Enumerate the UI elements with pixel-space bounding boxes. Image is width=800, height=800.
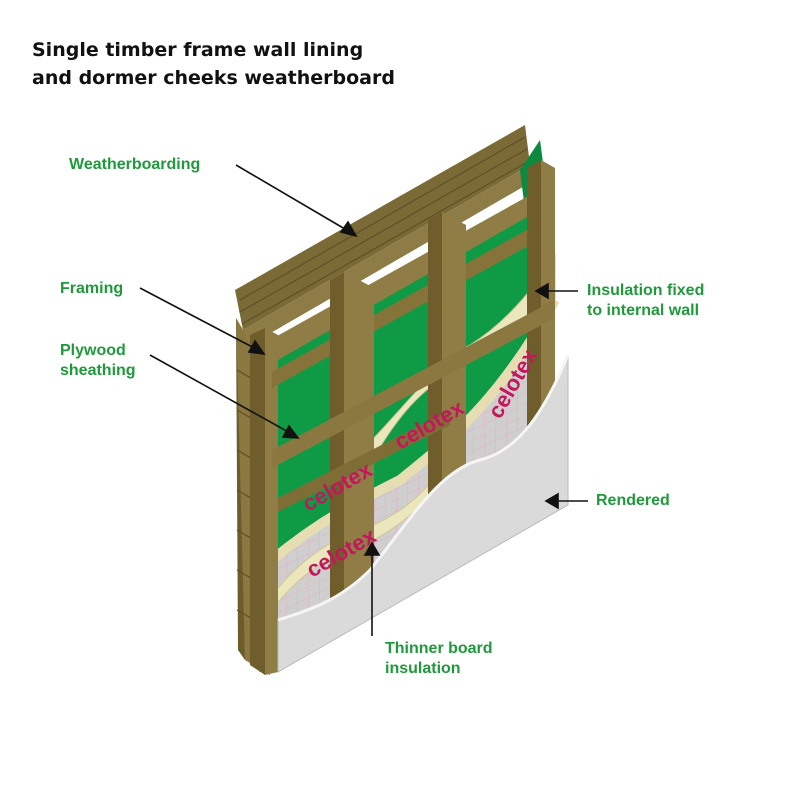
arrow-framing <box>139 287 259 351</box>
render-board <box>277 354 570 673</box>
arrow-weatherboarding <box>235 164 351 233</box>
arrow-plywood <box>149 354 293 435</box>
leader-arrows <box>139 164 588 636</box>
label-thinner-board-insulation: Thinner board insulation <box>385 640 493 677</box>
title-line-2: and dormer cheeks weatherboard <box>32 67 395 89</box>
label-rendered: Rendered <box>596 492 670 509</box>
timber-framing <box>250 160 555 675</box>
title-line-1: Single timber frame wall lining <box>32 39 364 61</box>
diagram-title: Single timber frame wall lining and dorm… <box>32 36 395 92</box>
label-framing: Framing <box>60 280 124 297</box>
label-insulation-fixed: Insulation fixed to internal wall <box>587 282 705 319</box>
label-weatherboarding: Weatherboarding <box>69 156 201 173</box>
label-plywood-sheathing: Plywood sheathing <box>60 342 136 379</box>
